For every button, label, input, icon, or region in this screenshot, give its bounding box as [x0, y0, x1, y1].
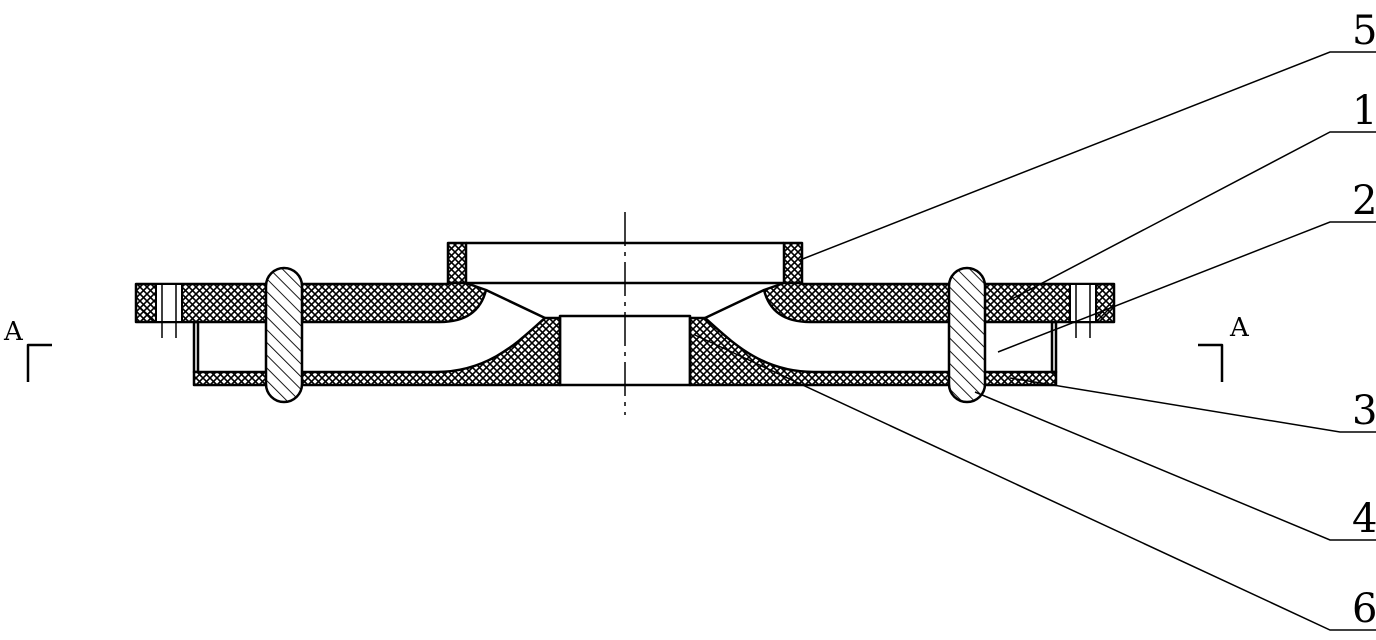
pin-left [264, 266, 304, 404]
callout-2: 2 [1352, 178, 1376, 224]
upper-flange [134, 281, 1116, 338]
section-label-left: A [3, 317, 24, 347]
bolt-slot-left [155, 283, 183, 323]
callout-6: 6 [1352, 586, 1376, 632]
section-mark-left [26, 343, 52, 382]
callout-5: 5 [1352, 8, 1376, 54]
section-mark-right [1198, 343, 1224, 382]
callout-4: 4 [1352, 496, 1376, 542]
pin-right [947, 266, 987, 404]
leader-lines [694, 51, 1376, 631]
inner-bore [485, 288, 765, 387]
section-label-right: A [1229, 313, 1250, 343]
callout-3: 3 [1352, 388, 1376, 434]
lower-rim [192, 316, 1058, 387]
bolt-slot-right [1069, 283, 1097, 323]
callout-1: 1 [1352, 88, 1376, 134]
top-collar [446, 241, 804, 285]
